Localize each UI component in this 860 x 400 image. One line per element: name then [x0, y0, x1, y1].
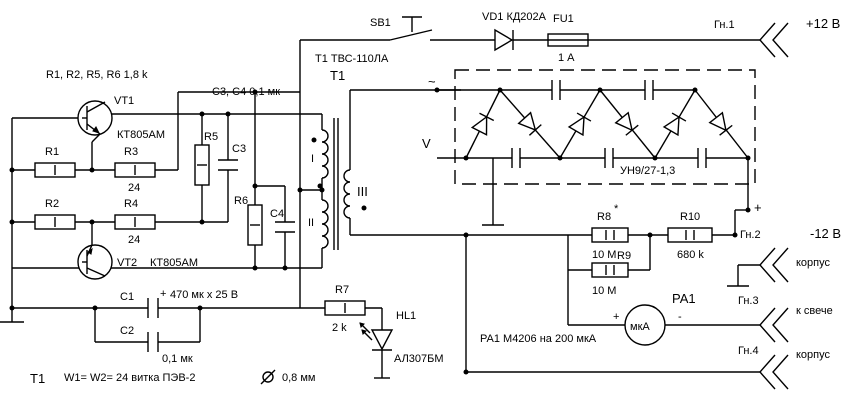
vt1-transistor: VT1 КТ805АМ	[77, 95, 165, 143]
r8-resistor: R8 * 10 М	[591, 203, 629, 261]
r2-resistor: R2	[34, 198, 76, 230]
c4-capacitor: C4	[270, 208, 295, 233]
pa1-unit: мкА	[630, 321, 650, 333]
r4-label: R4	[124, 198, 138, 210]
r4-value: 24	[128, 234, 140, 246]
plus-output: +	[754, 200, 762, 215]
pa1-plus: +	[613, 311, 619, 323]
winding-1-label: I	[311, 153, 314, 165]
diameter-icon	[260, 369, 276, 385]
vt1-label: VT1	[114, 95, 134, 107]
gn2-label: Гн.2	[740, 229, 761, 241]
c1-capacitor: + C1 470 мк х 25 В	[120, 288, 238, 318]
fu1-fuse: FU1 1 А	[547, 13, 589, 64]
bottom-left-wiring	[0, 307, 383, 378]
r1-label: R1	[45, 146, 59, 158]
inverter-wiring	[9, 89, 325, 311]
fu1-label: FU1	[553, 13, 574, 25]
hl1-led: HL1 АЛ307БМ	[359, 310, 444, 379]
r3-resistor: R3 24	[114, 146, 156, 194]
gn4-label: Гн.4	[738, 345, 759, 357]
gn1-label: Гн.1	[714, 19, 735, 31]
gn3-connector: Гн.3 к свече	[738, 295, 833, 343]
c3c4-values-note: C3, C4 0,1 мк	[212, 86, 280, 98]
r6-resistor: R6	[234, 195, 263, 246]
r5-label: R5	[204, 131, 218, 143]
hl1-type: АЛ307БМ	[394, 353, 444, 365]
vt1-type: КТ805АМ	[117, 129, 165, 141]
transformer-t1: T1 ТВС-110ЛА T1 I II III	[300, 53, 389, 268]
c1-plus: +	[160, 288, 166, 300]
c1-label: C1	[120, 291, 134, 303]
plus12-label: +12 В	[806, 16, 840, 31]
korpus-1-label: корпус	[796, 257, 831, 269]
top-power-line	[299, 39, 760, 308]
pa1-meter: мкА PA1 + - PA1 M4206 на 200 мкА	[480, 291, 696, 346]
gn1-connector: Гн.1 +12 В	[714, 16, 840, 58]
r10-value: 680 k	[677, 249, 704, 261]
r8-star: *	[614, 203, 619, 215]
r9-value: 10 М	[592, 285, 616, 297]
t1-label: T1	[330, 68, 345, 83]
pa1-minus: -	[678, 311, 682, 323]
v-label: V	[422, 136, 431, 151]
r8-label: R8	[597, 211, 611, 223]
r1-resistor: R1	[34, 146, 76, 178]
c1-value: 470 мк х 25 В	[170, 289, 238, 301]
sb1-label: SB1	[370, 17, 391, 29]
winding-3-label: III	[357, 184, 368, 199]
vd1-diode: VD1 КД202А	[482, 11, 547, 52]
vt2-label: VT2	[117, 257, 137, 269]
c3-label: C3	[232, 143, 246, 155]
gn2-connector: Гн.2 -12 В корпус	[740, 226, 841, 283]
r3-label: R3	[124, 146, 138, 158]
sb1-switch: SB1	[370, 16, 433, 41]
k-sveche-label: к свече	[796, 305, 833, 317]
c4-label: C4	[270, 208, 284, 220]
vd1-label: VD1 КД202А	[482, 11, 547, 23]
pa1-label: PA1	[672, 291, 696, 306]
c2-label: C2	[120, 325, 134, 337]
gn4-connector: Гн.4 корпус	[738, 345, 831, 390]
multiplier-label: УН9/27-1,3	[620, 165, 675, 177]
t1-title: T1 ТВС-110ЛА	[315, 53, 389, 65]
winding-2-label: II	[308, 217, 314, 229]
r3-value: 24	[128, 182, 140, 194]
vt2-transistor: VT2 КТ805АМ	[77, 244, 198, 280]
c3-capacitor: C3	[218, 143, 246, 171]
r9-label: R9	[617, 250, 631, 262]
r8-value: 10 М	[592, 249, 616, 261]
r9-resistor: R9 10 М	[591, 250, 631, 297]
minus12-label: -12 В	[810, 226, 841, 241]
c2-capacitor: C2 0,1 мк	[120, 325, 193, 365]
r7-resistor: R7 2 k	[324, 284, 366, 334]
r10-label: R10	[680, 211, 700, 223]
r4-resistor: R4 24	[114, 198, 156, 246]
gn3-label: Гн.3	[738, 295, 759, 307]
c2-value: 0,1 мк	[162, 353, 193, 365]
r2-label: R2	[45, 198, 59, 210]
multiplier-block: ~ V УН9/27-1,3	[350, 69, 762, 237]
hl1-label: HL1	[396, 310, 416, 322]
korpus-2-label: корпус	[796, 349, 831, 361]
footer-note: T1 W1= W2= 24 витка ПЭВ-2 0,8 мм	[30, 369, 315, 386]
vt2-type: КТ805АМ	[150, 257, 198, 269]
fu1-value: 1 А	[558, 52, 575, 64]
measurement-wiring	[350, 232, 760, 375]
wire-diameter: 0,8 мм	[282, 372, 315, 384]
tilde-label: ~	[428, 74, 436, 89]
winding-spec: W1= W2= 24 витка ПЭВ-2	[64, 372, 195, 384]
resistor-values-note: R1, R2, R5, R6 1,8 k	[46, 69, 148, 81]
r7-value: 2 k	[332, 322, 347, 334]
r5-resistor: R5	[194, 131, 218, 186]
r6-label: R6	[234, 195, 248, 207]
footer-t1: T1	[30, 371, 45, 386]
pa1-description: PA1 M4206 на 200 мкА	[480, 333, 597, 345]
r7-label: R7	[335, 284, 349, 296]
r10-resistor: R10 680 k	[667, 211, 713, 261]
